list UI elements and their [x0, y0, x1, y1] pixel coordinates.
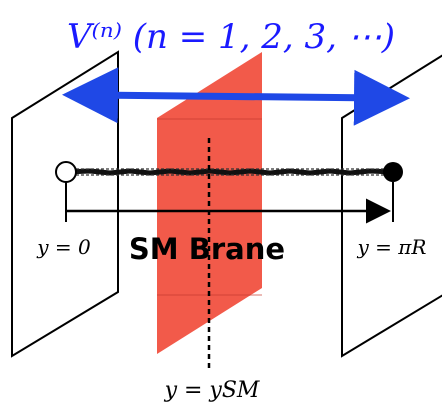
left-boundary-label: y = 0 — [36, 235, 91, 259]
filled-endpoint-icon — [383, 162, 403, 182]
title: V⁽ⁿ⁾ (n = 1, 2, 3, ⋯) — [67, 17, 395, 57]
sm-brane-edge-top — [157, 118, 262, 120]
right-boundary-label: y = πR — [357, 235, 427, 259]
bulk-field-line-texture — [66, 168, 392, 176]
brane-position-label: y = ySM — [164, 378, 260, 403]
kk-mode-arrow — [62, 67, 410, 126]
open-endpoint-icon — [55, 161, 77, 183]
brane-label: SM Brane — [129, 232, 285, 266]
bulk-field-line — [63, 168, 395, 176]
